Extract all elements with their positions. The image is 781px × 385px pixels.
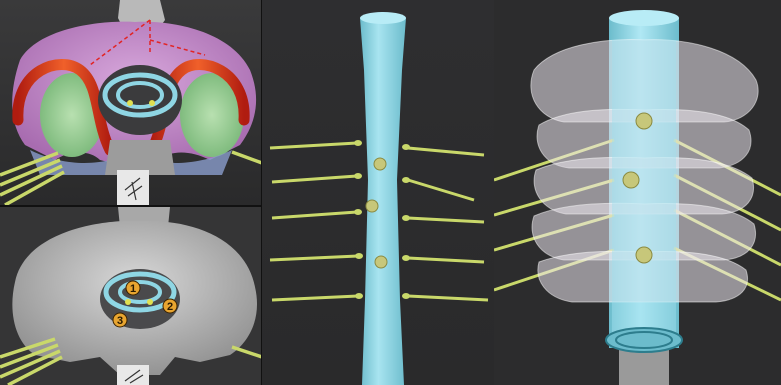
vertebra-anterior: [105, 140, 175, 175]
spinal-cord-front: [612, 40, 676, 340]
anatomical-sketch-icon: [117, 170, 149, 205]
panel-spinal-cord-model: [262, 0, 494, 385]
spinal-cord-top: [360, 12, 406, 24]
vertebra-grey-render: 1 2 3: [0, 207, 262, 385]
anatomical-sketch-icon: [117, 365, 149, 385]
svg-text:1: 1: [130, 283, 136, 295]
marker-2: 2: [163, 299, 177, 313]
svg-text:3: 3: [117, 315, 123, 327]
panel-vertebra-colored: [0, 0, 262, 205]
spine-translucent-render: [494, 0, 781, 385]
nerve-dot: [147, 299, 153, 305]
nerve-dot: [149, 100, 155, 106]
svg-text:2: 2: [167, 301, 173, 313]
nerve-dot: [125, 299, 131, 305]
panel-spine-translucent: [494, 0, 781, 385]
spinal-cord-top: [609, 10, 679, 26]
marker-1: 1: [126, 281, 140, 295]
panel-divider: [0, 205, 262, 207]
panel-divider: [261, 0, 262, 385]
spinal-cord-render: [262, 0, 494, 385]
nerve-dot: [127, 100, 133, 106]
panel-vertebra-grey: 1 2 3: [0, 207, 262, 385]
marker-3: 3: [113, 313, 127, 327]
vertebra-colored-render: [0, 0, 262, 205]
